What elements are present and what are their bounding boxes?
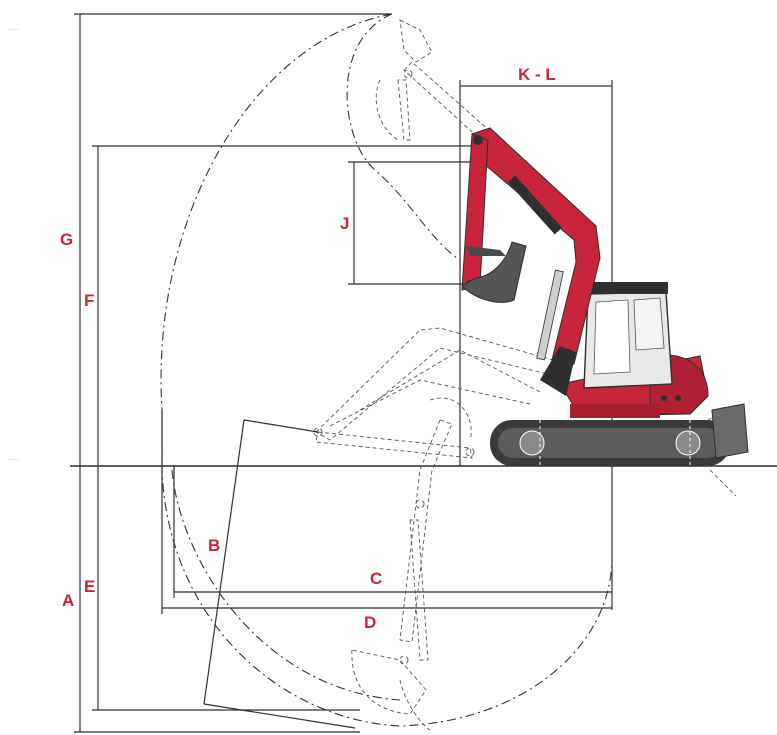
label-b: B [208, 536, 220, 555]
inner-envelope [346, 13, 461, 261]
counterweight-bolt-2 [675, 395, 681, 401]
idler-wheel [519, 430, 545, 456]
dipper-arm [461, 133, 489, 291]
edge-mark-top: ···· [8, 25, 19, 34]
label-f: F [84, 291, 94, 310]
dim-tick-b-top [243, 419, 319, 433]
dim-tick-b-bottom [203, 703, 356, 729]
boom-arm-pin [473, 135, 483, 145]
track-inner [498, 428, 722, 458]
dim-line-b [203, 419, 245, 705]
cab-roof [586, 282, 668, 294]
ghost-arm-deep [351, 397, 472, 731]
drive-sprocket [675, 430, 701, 456]
label-g: G [60, 230, 73, 249]
boom-cylinder [536, 269, 564, 361]
label-a: A [62, 591, 74, 610]
bucket [461, 241, 527, 303]
boom [471, 127, 601, 365]
boom-foot [540, 346, 576, 396]
working-envelope [160, 13, 613, 727]
dozer-blade [711, 403, 749, 459]
edge-mark-ground: ···· [8, 455, 19, 464]
bucket-linkage [466, 246, 506, 256]
arm-cylinder [507, 175, 563, 235]
label-e: E [84, 577, 95, 596]
label-c: C [370, 569, 382, 588]
label-d: D [364, 613, 376, 632]
cab-window-side [633, 297, 665, 351]
cab-window-front [593, 299, 631, 375]
ground-envelope [171, 469, 401, 701]
counterweight-bolt-1 [661, 395, 667, 401]
excavator [461, 127, 749, 466]
label-kl: K - L [518, 65, 556, 84]
label-j: J [340, 214, 349, 233]
swing-frame [570, 404, 660, 418]
